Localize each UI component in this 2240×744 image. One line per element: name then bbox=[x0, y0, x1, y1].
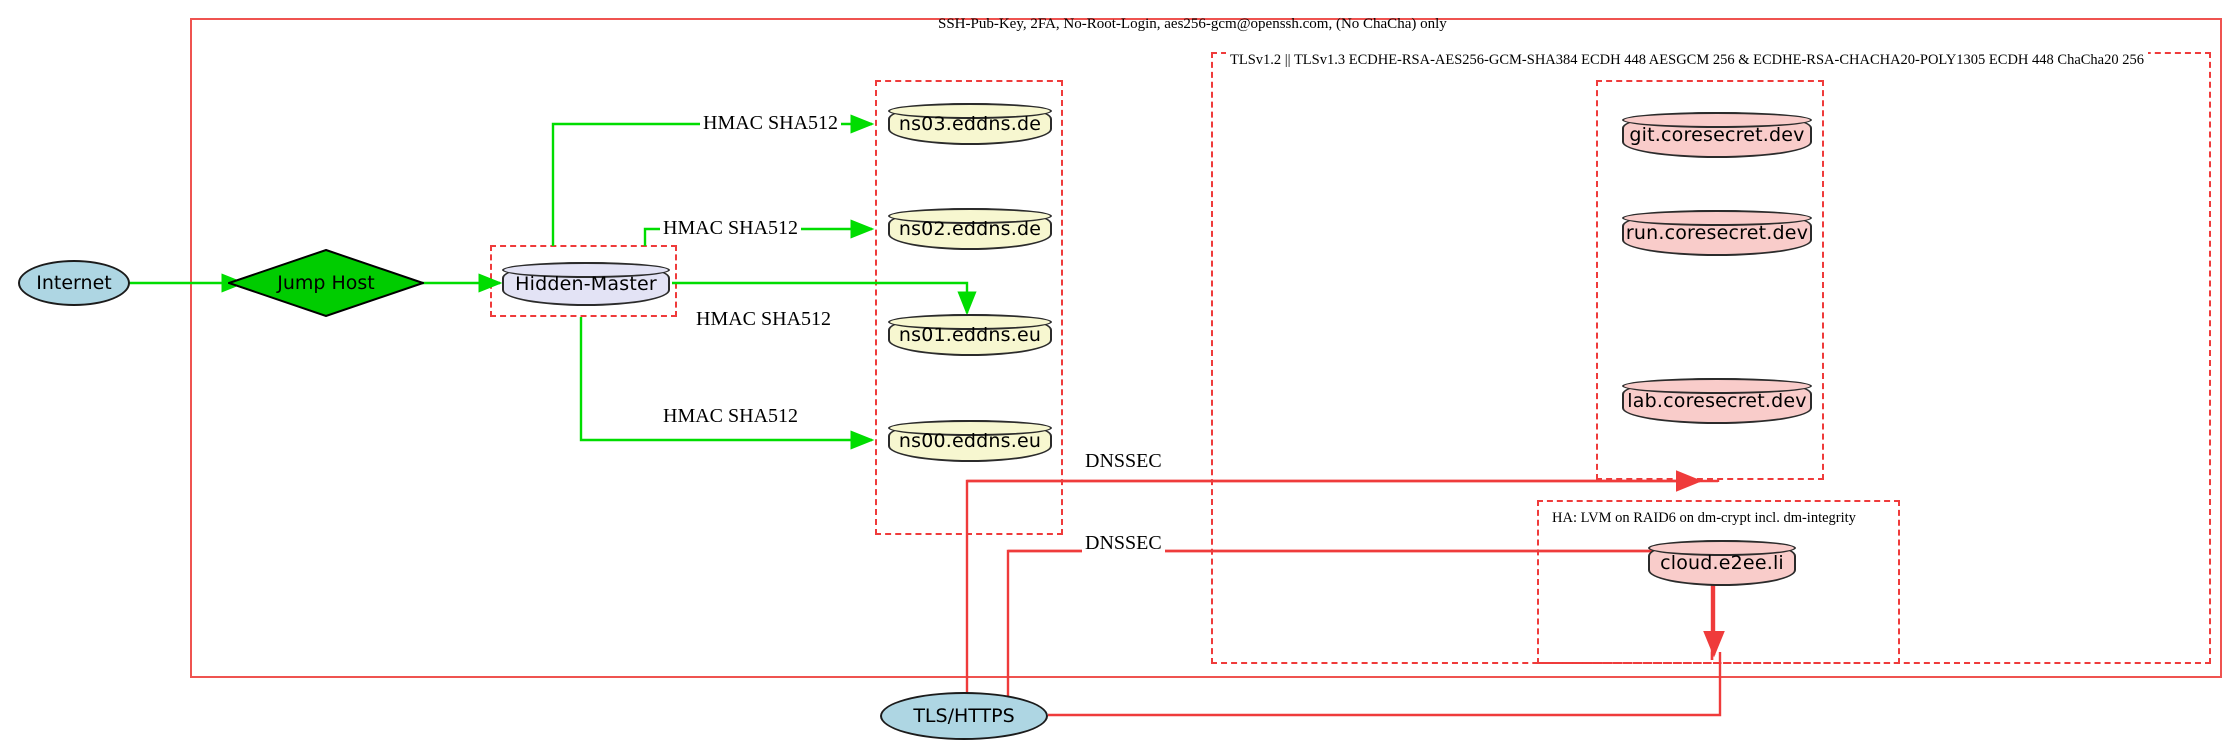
node-ns00[interactable]: ns00.eddns.eu bbox=[888, 420, 1052, 462]
node-ns01[interactable]: ns01.eddns.eu bbox=[888, 314, 1052, 356]
node-git-coresecret-label: git.coresecret.dev bbox=[1629, 124, 1805, 146]
ha-group-label: HA: LVM on RAID6 on dm-crypt incl. dm-in… bbox=[1548, 510, 1860, 527]
node-internet-label: Internet bbox=[36, 272, 112, 294]
node-ns02[interactable]: ns02.eddns.de bbox=[888, 208, 1052, 250]
node-cloud-e2ee-label: cloud.e2ee.li bbox=[1660, 552, 1784, 574]
cylinder-cap bbox=[888, 420, 1052, 436]
node-git-coresecret[interactable]: git.coresecret.dev bbox=[1622, 112, 1812, 158]
cylinder-cap bbox=[888, 208, 1052, 224]
node-jump-host[interactable]: Jump Host bbox=[228, 249, 424, 317]
ssh-boundary-label: SSH-Pub-Key, 2FA, No-Root-Login, aes256-… bbox=[938, 16, 1447, 32]
node-hidden-master[interactable]: Hidden-Master bbox=[502, 262, 670, 306]
node-internet[interactable]: Internet bbox=[18, 260, 130, 306]
node-cloud-e2ee[interactable]: cloud.e2ee.li bbox=[1648, 540, 1796, 586]
node-tls-https-label: TLS/HTTPS bbox=[913, 705, 1015, 727]
cylinder-cap bbox=[1622, 210, 1812, 226]
cylinder-cap bbox=[1622, 112, 1812, 128]
node-ns03-label: ns03.eddns.de bbox=[898, 113, 1042, 135]
tls-group-label: TLSv1.2 || TLSv1.3 ECDHE-RSA-AES256-GCM-… bbox=[1226, 52, 2148, 69]
edge-label-dnssec-upper: DNSSEC bbox=[1082, 450, 1165, 473]
node-run-coresecret-label: run.coresecret.dev bbox=[1625, 222, 1809, 244]
node-hidden-master-label: Hidden-Master bbox=[515, 273, 657, 295]
cylinder-cap bbox=[502, 262, 670, 278]
cylinder-cap bbox=[1622, 378, 1812, 394]
node-jump-host-label: Jump Host bbox=[277, 272, 375, 294]
cylinder-cap bbox=[1648, 540, 1796, 556]
dns-group-box bbox=[875, 80, 1063, 535]
node-ns00-label: ns00.eddns.eu bbox=[898, 430, 1042, 452]
node-ns03[interactable]: ns03.eddns.de bbox=[888, 103, 1052, 145]
coresecret-group-box bbox=[1596, 80, 1824, 480]
ssh-boundary-box bbox=[190, 18, 2222, 678]
edge-label-hmac-ns00: HMAC SHA512 bbox=[660, 405, 802, 428]
cylinder-cap bbox=[888, 103, 1052, 119]
cylinder-cap bbox=[888, 314, 1052, 330]
edge-label-dnssec-lower: DNSSEC bbox=[1082, 532, 1165, 555]
edge-label-hmac-ns03: HMAC SHA512 bbox=[700, 112, 842, 135]
node-run-coresecret[interactable]: run.coresecret.dev bbox=[1622, 210, 1812, 256]
node-ns01-label: ns01.eddns.eu bbox=[898, 324, 1042, 346]
edge-label-hmac-ns02: HMAC SHA512 bbox=[660, 217, 802, 240]
node-lab-coresecret-label: lab.coresecret.dev bbox=[1627, 390, 1807, 412]
node-ns02-label: ns02.eddns.de bbox=[898, 218, 1042, 240]
node-lab-coresecret[interactable]: lab.coresecret.dev bbox=[1622, 378, 1812, 424]
node-tls-https[interactable]: TLS/HTTPS bbox=[880, 692, 1048, 740]
ha-group-box bbox=[1537, 500, 1900, 664]
edge-label-hmac-ns01: HMAC SHA512 bbox=[693, 308, 835, 331]
